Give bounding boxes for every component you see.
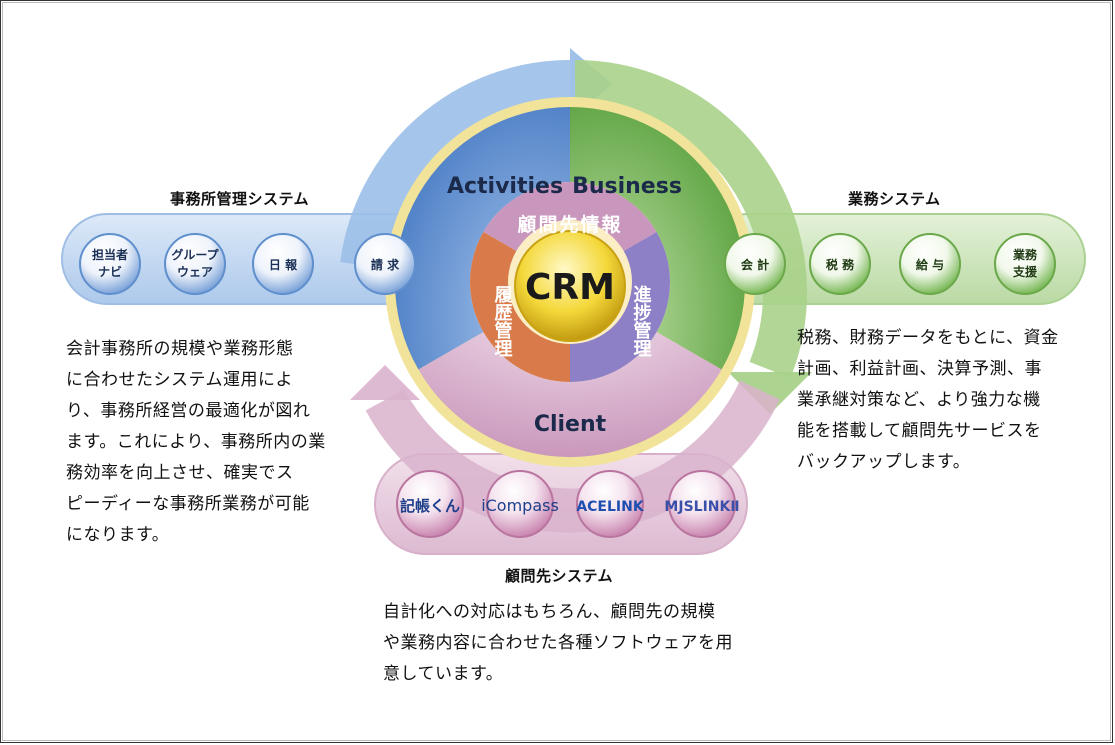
left-button-1[interactable]: 担当者 ナビ xyxy=(79,233,141,295)
bottom-description: 自計化への対応はもちろん、顧問先の規模 や業務内容に合わせた各種ソフトウェアを用… xyxy=(383,602,733,684)
svg-text:税 務: 税 務 xyxy=(826,257,855,272)
svg-text:会 計: 会 計 xyxy=(741,257,769,272)
svg-text:ACELINK: ACELINK xyxy=(576,499,645,515)
svg-text:担当者: 担当者 xyxy=(92,247,128,262)
left-button-2[interactable]: グループ ウェア xyxy=(164,233,226,295)
ring-top-label: 顧問先情報 xyxy=(517,213,622,236)
svg-text:ナビ: ナビ xyxy=(98,264,122,279)
crm-center xyxy=(514,230,626,342)
svg-text:MJSLINKⅡ: MJSLINKⅡ xyxy=(664,499,739,515)
right-description: 税務、財務データをもとに、資金 計画、利益計画、決算予測、事 業承継対策など、よ… xyxy=(797,328,1059,472)
bottom-title: 顧問先システム xyxy=(505,567,614,585)
product-kichoukun[interactable]: 記帳くん xyxy=(396,470,464,538)
left-button-4[interactable]: 請 求 xyxy=(354,233,416,295)
crm-label: CRM xyxy=(525,267,615,308)
pink-arrowhead xyxy=(350,365,420,400)
pink-cycle-arrow xyxy=(365,380,780,533)
green-cycle-arrow xyxy=(574,60,807,379)
right-title: 業務システム xyxy=(848,190,941,208)
left-title: 事務所管理システム xyxy=(170,190,310,208)
ring-right-label: 進捗管理 xyxy=(631,284,652,357)
left-button-3[interactable]: 日 報 xyxy=(252,233,314,295)
product-acelink[interactable]: ACELINK xyxy=(576,470,645,538)
right-button-3[interactable]: 給 与 xyxy=(899,233,961,295)
right-button-4[interactable]: 業務 支援 xyxy=(994,233,1056,295)
svg-text:支援: 支援 xyxy=(1012,264,1038,279)
svg-text:グループ: グループ xyxy=(171,247,219,262)
svg-text:請 求: 請 求 xyxy=(371,257,400,272)
product-icompass[interactable]: iCompass xyxy=(481,470,559,538)
green-arrowhead xyxy=(728,372,812,414)
svg-text:iCompass: iCompass xyxy=(481,496,559,515)
business-label: Business xyxy=(572,174,682,199)
svg-text:ウェア: ウェア xyxy=(177,265,213,279)
ring-left-label: 履歴管理 xyxy=(492,285,513,357)
svg-text:記帳くん: 記帳くん xyxy=(400,497,460,515)
left-description: 会計事務所の規模や業務形態 に合わせたシステム運用によ り、事務所経営の最適化が… xyxy=(66,339,326,545)
svg-text:業務: 業務 xyxy=(1012,247,1038,262)
right-button-2[interactable]: 税 務 xyxy=(809,233,871,295)
svg-text:日 報: 日 報 xyxy=(269,257,298,272)
svg-text:給 与: 給 与 xyxy=(916,257,944,272)
client-label: Client xyxy=(534,412,607,437)
product-mjslink[interactable]: MJSLINKⅡ xyxy=(664,470,740,538)
activities-label: Activities xyxy=(447,174,563,199)
blue-cycle-arrow xyxy=(340,60,571,269)
right-button-1[interactable]: 会 計 xyxy=(724,233,786,295)
